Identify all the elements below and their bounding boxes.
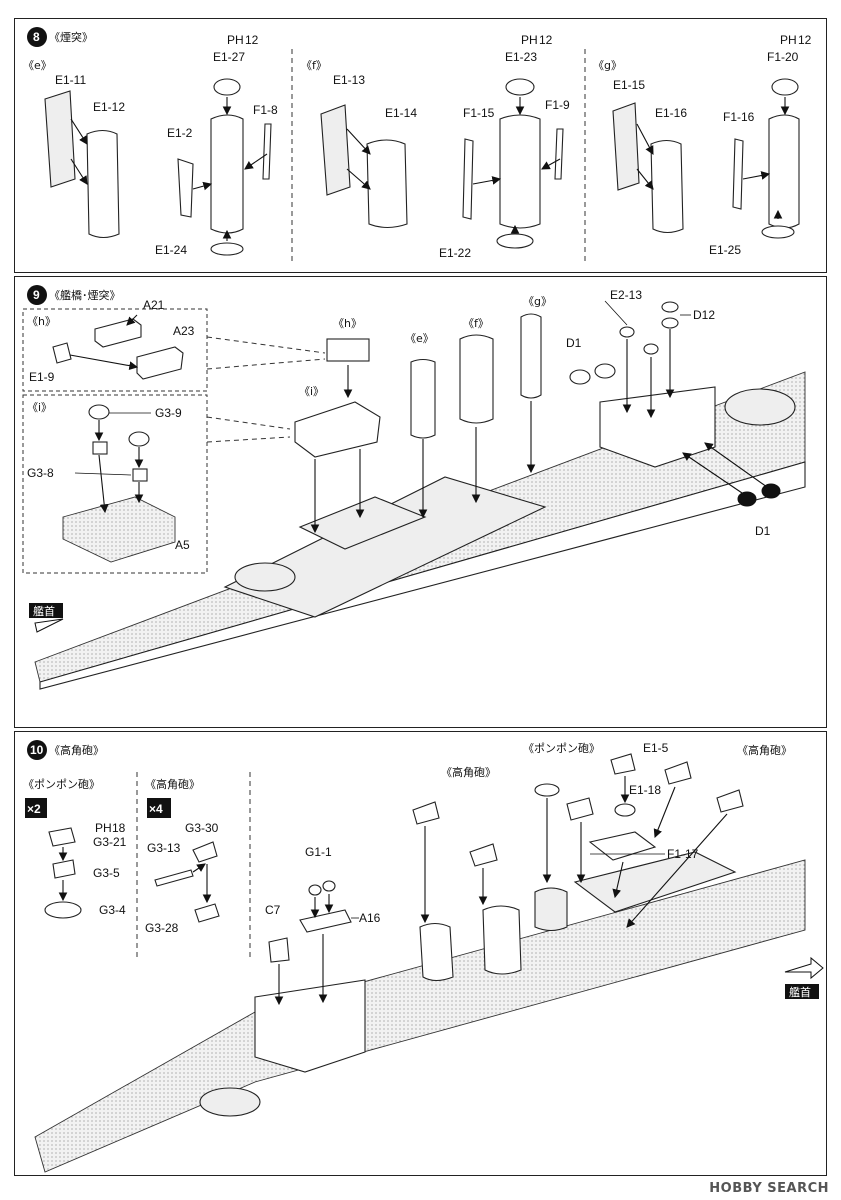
photo-etch-number: 18 [112, 821, 126, 835]
bow-direction-marker [29, 603, 64, 633]
part-label: F1-16 [723, 110, 755, 124]
part-label: A23 [173, 324, 195, 338]
sub-assembly-h-tag: 《h》 [27, 315, 56, 328]
photo-etch-mark: PH [521, 33, 538, 47]
bow-label: 艦首 [33, 604, 55, 618]
step-10-diagram: 10 《高角砲》 《ポンポン砲》 ×2 PH 18 G3-21 G3-5 G3-… [23, 740, 824, 1173]
part-label: E1-27 [213, 50, 245, 64]
label-h: 《h》 [333, 317, 362, 330]
part-label: F1-20 [767, 50, 799, 64]
part-label: D1 [755, 524, 771, 538]
bridge-i-inset [62, 404, 176, 563]
step-title: 《艦橋･煙突》 [49, 288, 121, 302]
watermark: HOBBY SEARCH [709, 1181, 829, 1196]
part-label: F1-8 [253, 103, 278, 117]
part-label: G3-13 [147, 841, 181, 855]
sub-assembly-i-tag: 《i》 [27, 401, 52, 414]
funnel-g-group [612, 78, 800, 239]
label-f: 《f》 [463, 317, 489, 330]
part-label: E1-13 [333, 73, 365, 87]
part-label: E2-13 [610, 288, 642, 302]
step-number-badge [27, 740, 47, 760]
sub-assembly-e-tag: 《e》 [23, 59, 52, 72]
label-e: 《e》 [405, 332, 434, 345]
part-label: E1-14 [385, 106, 417, 120]
step-title: 《高角砲》 [49, 743, 104, 757]
step-10-panel: 10 《高角砲》 《ポンポン砲》 ×2 PH 18 G3-21 G3-5 G3-… [14, 731, 827, 1176]
step-9-diagram: 9 《艦橋･煙突》 《h》 A21 A23 E1-9 《i》 [22, 285, 806, 690]
label-g: 《g》 [523, 295, 552, 308]
part-label: A21 [143, 298, 165, 312]
part-label: G3-5 [93, 866, 120, 880]
photo-etch-mark: PH [227, 33, 244, 47]
pompom-tag: 《ポンポン砲》 [23, 778, 100, 791]
ha-gun-tag: 《高角砲》 [145, 777, 200, 791]
bridge-h-inset [52, 314, 184, 380]
step-number-badge [27, 27, 47, 47]
part-label: G1-1 [305, 845, 332, 859]
photo-etch-number: 12 [539, 33, 553, 47]
funnel-f-group [320, 78, 564, 249]
step-8-diagram: 8 《煙突》 《e》 E1-11 E1-12 E1-2 F1-8 PH 12 E… [23, 27, 812, 264]
part-label: E1-9 [29, 370, 55, 384]
ha-gun-inset [154, 841, 220, 923]
part-label: F1-15 [463, 106, 495, 120]
step-number: 10 [30, 743, 44, 757]
part-label: E1-22 [439, 246, 471, 260]
step-number-badge [27, 285, 47, 305]
part-label: E1-23 [505, 50, 537, 64]
part-label: E1-15 [613, 78, 645, 92]
part-label: A5 [175, 538, 190, 552]
part-label: C7 [265, 903, 281, 917]
step9-searchlights [569, 300, 781, 507]
sub-assembly-g-tag: 《g》 [593, 59, 622, 72]
photo-etch-mark: PH [780, 33, 797, 47]
part-label: A16 [359, 911, 381, 925]
ha-gun-qty: ×4 [149, 802, 163, 816]
part-label: E1-25 [709, 243, 741, 257]
part-label: E1-2 [167, 126, 193, 140]
part-label: E1-12 [93, 100, 125, 114]
ha-gun-label-left: 《高角砲》 [441, 765, 496, 779]
part-label: E1-11 [55, 73, 86, 87]
part-label: E1-18 [629, 783, 661, 797]
part-label: G3-21 [93, 835, 127, 849]
part-label: F1-9 [545, 98, 570, 112]
step9-funnels [294, 313, 542, 534]
part-label: G3-28 [145, 921, 179, 935]
pompom-inset [44, 827, 82, 919]
step-title: 《煙突》 [49, 30, 93, 44]
part-label: F1-17 [667, 847, 699, 861]
pompom-label: 《ポンポン砲》 [523, 742, 600, 755]
step10-small-parts [268, 880, 359, 1006]
funnel-e-group [44, 78, 272, 256]
part-label: E1-16 [655, 106, 687, 120]
part-label: G3-9 [155, 406, 182, 420]
ha-gun-label-right: 《高角砲》 [737, 743, 792, 757]
bow-direction-marker [784, 956, 824, 999]
label-i: 《i》 [299, 385, 324, 398]
ship-hull-stern [34, 851, 806, 1173]
part-label: D1 [566, 336, 582, 350]
step10-guns [412, 753, 744, 928]
step-9-panel: 9 《艦橋･煙突》 《h》 A21 A23 E1-9 《i》 [14, 276, 827, 728]
part-label: E1-24 [155, 243, 187, 257]
photo-etch-number: 12 [798, 33, 812, 47]
photo-etch-number: 12 [245, 33, 259, 47]
part-label: G3-8 [27, 466, 54, 480]
step-8-panel: 8 《煙突》 《e》 E1-11 E1-12 E1-2 F1-8 PH 12 E… [14, 18, 827, 273]
part-label: G3-30 [185, 821, 219, 835]
step-number: 8 [33, 30, 40, 44]
part-label: E1-5 [643, 741, 669, 755]
part-label: G3-4 [99, 903, 126, 917]
sub-assembly-f-tag: 《f》 [301, 59, 327, 72]
bow-label: 艦首 [789, 985, 811, 999]
pompom-qty: ×2 [27, 802, 41, 816]
part-label: D12 [693, 308, 715, 322]
photo-etch-mark: PH [95, 821, 112, 835]
step-number: 9 [33, 288, 40, 302]
